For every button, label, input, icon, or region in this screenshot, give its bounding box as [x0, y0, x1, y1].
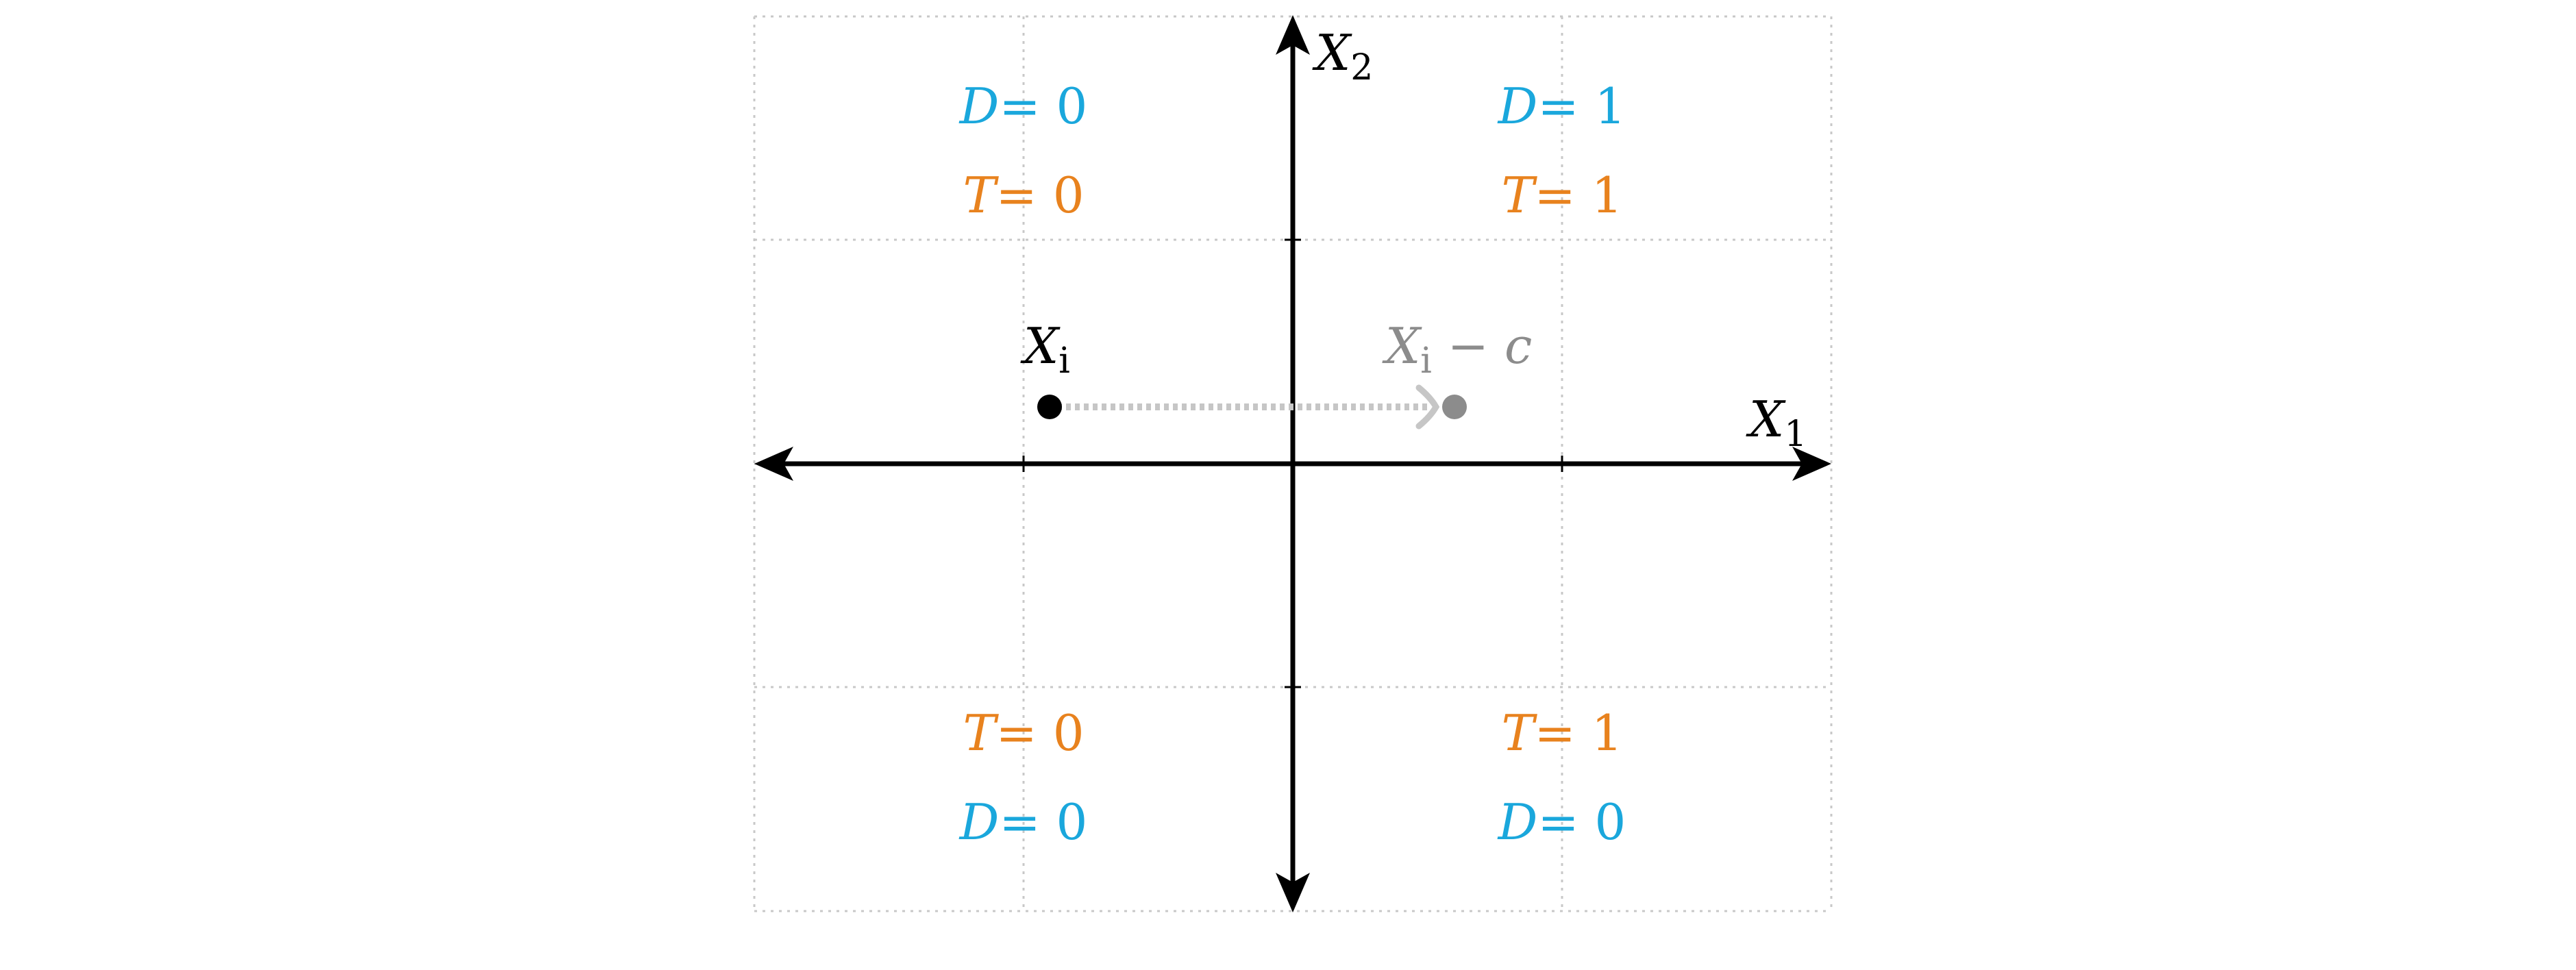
region-top-left-line1-val: = 0	[999, 77, 1087, 135]
region-top-right-line2-var: T	[1501, 166, 1537, 224]
region-top-left-line2-val: = 0	[996, 166, 1085, 224]
region-top-left-line2-var: T	[963, 166, 999, 224]
x2-axis-bottom-arrowhead	[1276, 873, 1310, 912]
x2-axis-label-var: X	[1312, 24, 1352, 82]
point-shifted-label: Xi − c	[1382, 317, 1532, 382]
region-top-left-line1-var: D	[958, 77, 1000, 135]
x1-axis-label-sub: 1	[1784, 414, 1807, 455]
point-shifted-label-c: c	[1504, 317, 1532, 375]
x1-axis-label-var: X	[1746, 390, 1786, 448]
axes	[754, 15, 1831, 912]
region-top-right-line1: D= 1	[1497, 77, 1626, 135]
region-top-left: D= 0 T= 0	[958, 77, 1088, 224]
point-x-i-minus-c	[1442, 395, 1467, 419]
region-bottom-left-line1-val: = 0	[996, 704, 1085, 762]
region-bottom-right-line1-var: T	[1501, 704, 1537, 762]
x1-axis-left-arrowhead	[754, 447, 793, 481]
point-x-i-label: Xi	[1020, 317, 1070, 382]
x1-axis-label: X1	[1746, 390, 1807, 455]
point-x-i	[1037, 395, 1062, 419]
region-bottom-right-line1: T= 1	[1501, 704, 1622, 762]
shift-arrow-head	[1415, 384, 1440, 430]
region-top-right-line1-var: D	[1497, 77, 1538, 135]
x1-axis-right-arrowhead	[1792, 447, 1831, 481]
point-shifted-label-minus: −	[1432, 317, 1504, 375]
region-top-right: D= 1 T= 1	[1497, 77, 1626, 224]
region-top-right-line2: T= 1	[1501, 166, 1622, 224]
x2-axis-label-sub: 2	[1350, 47, 1373, 88]
point-x-i-label-var: X	[1020, 317, 1061, 375]
point-shifted-label-var: X	[1382, 317, 1422, 375]
region-bottom-left-line2: D= 0	[958, 793, 1088, 851]
region-bottom-right-line2-val: = 0	[1537, 793, 1626, 851]
x2-axis-top-arrowhead	[1276, 15, 1310, 55]
region-bottom-right-line1-val: = 1	[1535, 704, 1623, 762]
region-bottom-left-line2-val: = 0	[999, 793, 1087, 851]
point-shifted-label-sub: i	[1420, 340, 1432, 382]
region-bottom-left-line1: T= 0	[963, 704, 1084, 762]
region-top-right-line2-val: = 1	[1535, 166, 1623, 224]
x2-axis-label: X2	[1312, 24, 1373, 88]
point-x-i-label-sub: i	[1058, 340, 1070, 382]
region-bottom-left: T= 0 D= 0	[958, 704, 1088, 851]
region-bottom-right-line2-var: D	[1497, 793, 1538, 851]
region-top-right-line1-val: = 1	[1537, 77, 1626, 135]
shift-arrow	[1048, 384, 1440, 430]
region-top-left-line2: T= 0	[963, 166, 1084, 224]
region-bottom-left-line1-var: T	[963, 704, 999, 762]
region-top-left-line1: D= 0	[958, 77, 1088, 135]
region-bottom-right-line2: D= 0	[1497, 793, 1626, 851]
region-bottom-right: T= 1 D= 0	[1497, 704, 1626, 851]
region-bottom-left-line2-var: D	[958, 793, 1000, 851]
